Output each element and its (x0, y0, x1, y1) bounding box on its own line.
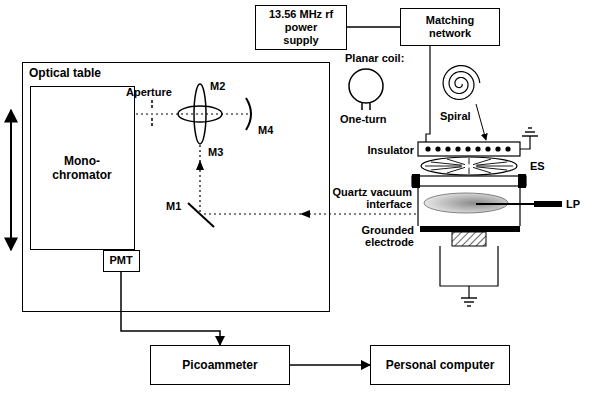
light-beam (199, 145, 200, 212)
ground-symbol (467, 305, 471, 306)
mirror-m2 (178, 106, 222, 122)
panel-heading: Optical table (29, 66, 101, 80)
insulator-plate (418, 142, 520, 156)
ground-wire (468, 286, 469, 298)
beam-arrowhead (300, 210, 310, 218)
instrument-box: Matching network (400, 8, 500, 46)
spiral-coil (443, 66, 480, 100)
part-label: One-turn (340, 113, 400, 125)
coil-lead (361, 103, 363, 110)
part-label: ES (530, 160, 554, 172)
mirror-label: M1 (166, 200, 188, 212)
window-clamp (412, 174, 420, 188)
one-turn-coil (349, 69, 383, 103)
pointer-arrow (476, 104, 486, 140)
ground-symbol (528, 127, 532, 128)
part-label: Aperture (126, 86, 186, 98)
electrode-support (440, 246, 498, 286)
light-beam (136, 113, 248, 114)
ground-symbol (464, 301, 474, 302)
ground-symbol (525, 131, 535, 132)
box-label: Mono- chromator (49, 154, 115, 182)
grounded-electrode (420, 226, 520, 232)
quartz-window (412, 176, 526, 186)
box-label: Personal computer (386, 358, 495, 372)
electrode-stem (452, 232, 486, 246)
box-label: Matching network (414, 14, 486, 40)
mirror-m1 (188, 203, 214, 227)
ground-symbol (461, 297, 477, 298)
part-label: Insulator (340, 144, 414, 156)
box-label: Picoammeter (182, 358, 257, 372)
coil-windings (425, 146, 510, 151)
box-label: PMT (109, 254, 132, 267)
part-label: Grounded electrode (330, 224, 414, 248)
part-label: LP (566, 198, 590, 210)
aperture (151, 100, 153, 110)
ground-symbol (522, 135, 538, 136)
signal-connector (290, 364, 370, 366)
signal-connector (347, 26, 400, 28)
aperture (151, 118, 153, 128)
instrument-box: Personal computer (370, 345, 510, 385)
mirror-m3 (194, 84, 206, 144)
chamber-wall (417, 188, 418, 226)
signal-connector (121, 272, 220, 346)
instrument-box: Mono- chromator (30, 86, 135, 250)
electrostatic-shield (421, 157, 517, 175)
mirror-label: M4 (258, 124, 282, 136)
langmuir-probe (476, 203, 536, 205)
instrument-box: PMT (103, 250, 140, 272)
coil-lead (369, 103, 371, 110)
rf-feed-wire (426, 46, 430, 146)
window-clamp (518, 174, 526, 188)
instrument-box: Picoammeter (150, 345, 290, 385)
instrument-box: 13.56 MHz rf power supply (255, 5, 347, 50)
translation-arrow (10, 110, 12, 250)
mirror-label: M2 (210, 80, 234, 92)
part-label: Spiral (440, 110, 490, 122)
chamber-wall (519, 188, 520, 226)
shield-slots (425, 158, 513, 174)
part-label: Planar coil: (345, 52, 425, 64)
part-label: Quartz vacuum interface (322, 186, 412, 210)
table-panel: Optical tableMono- chromatorPMT (22, 62, 330, 312)
mirror-label: M3 (208, 146, 232, 158)
beam-arrowhead (196, 160, 204, 170)
probe-holder (534, 201, 562, 207)
box-label: 13.56 MHz rf power supply (267, 8, 335, 47)
